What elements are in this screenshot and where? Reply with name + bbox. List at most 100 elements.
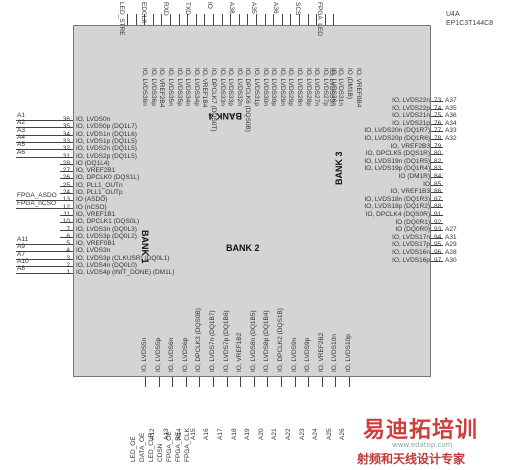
right-pin-lead — [431, 222, 443, 224]
top-pin-label: IO, LVDS27n — [313, 68, 321, 106]
left-pin-number: 27 — [62, 167, 70, 175]
bank-2-label: BANK 2 — [226, 243, 260, 253]
left-pin-label: IO, DPCLK0 (DQS1L) — [76, 174, 140, 182]
top-pin-lead — [204, 14, 206, 25]
top-net-label: FPGA_LED — [316, 2, 323, 36]
left-net-label: A6 — [17, 148, 25, 156]
bottom-net-label: LED_CLR — [148, 432, 155, 462]
right-pin-lead — [431, 207, 443, 209]
left-net-label: FPGA_ASDO — [17, 192, 57, 200]
left-pin-number: 12 — [62, 203, 70, 211]
bottom-pin-lead — [281, 377, 282, 387]
top-pin-label: IO, LVDS28p — [304, 68, 312, 106]
left-net-label: A10 — [17, 258, 29, 265]
top-pin-label: IO, LVDS30n — [261, 68, 269, 106]
bottom-net-label: FPGA_OE — [166, 431, 173, 462]
top-pin-label: IO, DPCLK7 (DQS0T) — [210, 68, 217, 132]
right-pin-lead — [431, 184, 443, 186]
left-pin-lead — [60, 222, 73, 224]
bottom-pin-label: IO, LVDS8n (DQ1B5) — [249, 310, 257, 372]
left-net-label: A11 — [17, 236, 29, 244]
left-net-label: A9 — [17, 243, 25, 251]
left-net-wire — [16, 244, 60, 246]
left-pin-label: IO, LVDS3p (CLKUSR) (DQ0L1) — [76, 254, 170, 262]
top-pin-lead — [161, 14, 163, 25]
left-net-wire — [16, 141, 60, 143]
left-pin-number: 32 — [62, 145, 70, 153]
left-pin-label: IO, LVDS2p (DQ1L5) — [76, 152, 137, 160]
left-pin-lead — [60, 266, 73, 267]
left-net-label: A2 — [17, 119, 25, 127]
left-net-wire — [16, 134, 60, 136]
bottom-pin-lead — [213, 377, 214, 387]
right-pin-number: 76 — [434, 119, 442, 127]
left-pin-number: 24 — [62, 189, 70, 196]
right-pin-number: 94 — [434, 233, 442, 241]
top-pin-lead — [152, 14, 154, 25]
right-net-label: A29 — [445, 241, 457, 249]
right-pin-label: IO, LVDS21p — [392, 119, 430, 127]
left-net-label: A5 — [17, 141, 25, 149]
left-net-wire — [16, 149, 60, 151]
left-net-label: A8 — [17, 265, 25, 273]
bottom-pin-label: IO, LVDS10p — [345, 334, 352, 372]
right-pin-label: IO (DM1R) — [398, 173, 430, 180]
top-net-label: A38 — [228, 2, 235, 14]
left-net-label: FPGA_nCSO — [17, 199, 57, 207]
right-net-label: A36 — [445, 112, 457, 120]
right-net-label: A33 — [445, 127, 457, 135]
right-net-label: A34 — [445, 119, 457, 127]
left-pin-lead — [60, 185, 73, 187]
bottom-net-label: CDSN — [157, 443, 164, 462]
left-pin-number: 26 — [62, 174, 70, 182]
top-pin-label: IO, LVDS30p — [270, 68, 278, 106]
top-pin-label: IO, LVDS35p — [175, 68, 183, 106]
right-net-label: A37 — [445, 97, 457, 104]
bottom-pin-label: IO, LVDS5n — [141, 337, 148, 372]
left-pin-lead — [60, 141, 73, 143]
left-pin-label: IO, VREF2B1 — [76, 167, 116, 175]
watermark-slogan: 射频和天线设计专家 — [357, 452, 466, 466]
bottom-net-label: DATA_OE — [139, 432, 146, 462]
left-net-label: A4 — [17, 133, 25, 141]
bottom-pin-label: IO, LVDS5p — [154, 337, 162, 372]
top-pin-lead — [290, 14, 292, 25]
fpga-symbol-body — [73, 25, 431, 377]
left-net-wire — [16, 251, 60, 253]
left-pin-lead — [60, 258, 73, 260]
top-net-label: TXD — [184, 2, 191, 15]
bottom-pin-label: IO, LVDS10n — [331, 334, 339, 372]
top-pin-lead — [273, 14, 275, 25]
left-pin-number: 4 — [66, 247, 70, 255]
right-pin-lead — [431, 139, 443, 140]
bottom-pin-lead — [308, 377, 310, 387]
top-pin-lead — [213, 14, 214, 25]
right-pin-number: 78 — [434, 135, 442, 142]
bottom-pin-label: IO, LVDS9p — [304, 337, 312, 372]
top-pin-label: IO, LVDS28n — [296, 68, 303, 106]
right-pin-number: 93 — [434, 226, 442, 234]
left-pin-label: IO, LVDS1n (DQ1L6) — [76, 130, 137, 138]
top-pin-label: IO, LVDS34n — [184, 68, 192, 106]
right-pin-label: IO, VREF1B3 — [390, 188, 430, 196]
left-pin-lead — [60, 127, 73, 129]
bottom-pin-lead — [321, 377, 323, 387]
top-pin-label: IO, VREF1B4 — [201, 68, 209, 108]
top-pin-label: IO, LVDS36n — [141, 68, 149, 106]
top-pin-label: IO, LVDS35n — [167, 68, 174, 106]
right-net-label: A30 — [445, 256, 457, 264]
left-pin-label: IO, VREF1B1 — [76, 210, 116, 218]
left-net-label: A3 — [17, 126, 25, 134]
left-pin-label: IO, LVDS4p (INIT_DONE) (DM1L) — [76, 269, 175, 277]
right-pin-lead — [431, 260, 443, 262]
left-net-wire — [16, 127, 60, 129]
top-pin-label: IO, VREF2B4 — [158, 68, 166, 108]
top-pin-lead — [264, 14, 266, 25]
left-pin-number: 28 — [62, 159, 70, 167]
top-pin-lead — [195, 14, 197, 25]
left-pin-label: IO, LVDS2n (DQ1L5) — [76, 145, 137, 153]
top-pin-lead — [221, 14, 223, 25]
bottom-net-label: A20 — [257, 428, 265, 440]
left-pin-lead — [60, 171, 73, 173]
left-pin-number: 11 — [63, 210, 70, 218]
